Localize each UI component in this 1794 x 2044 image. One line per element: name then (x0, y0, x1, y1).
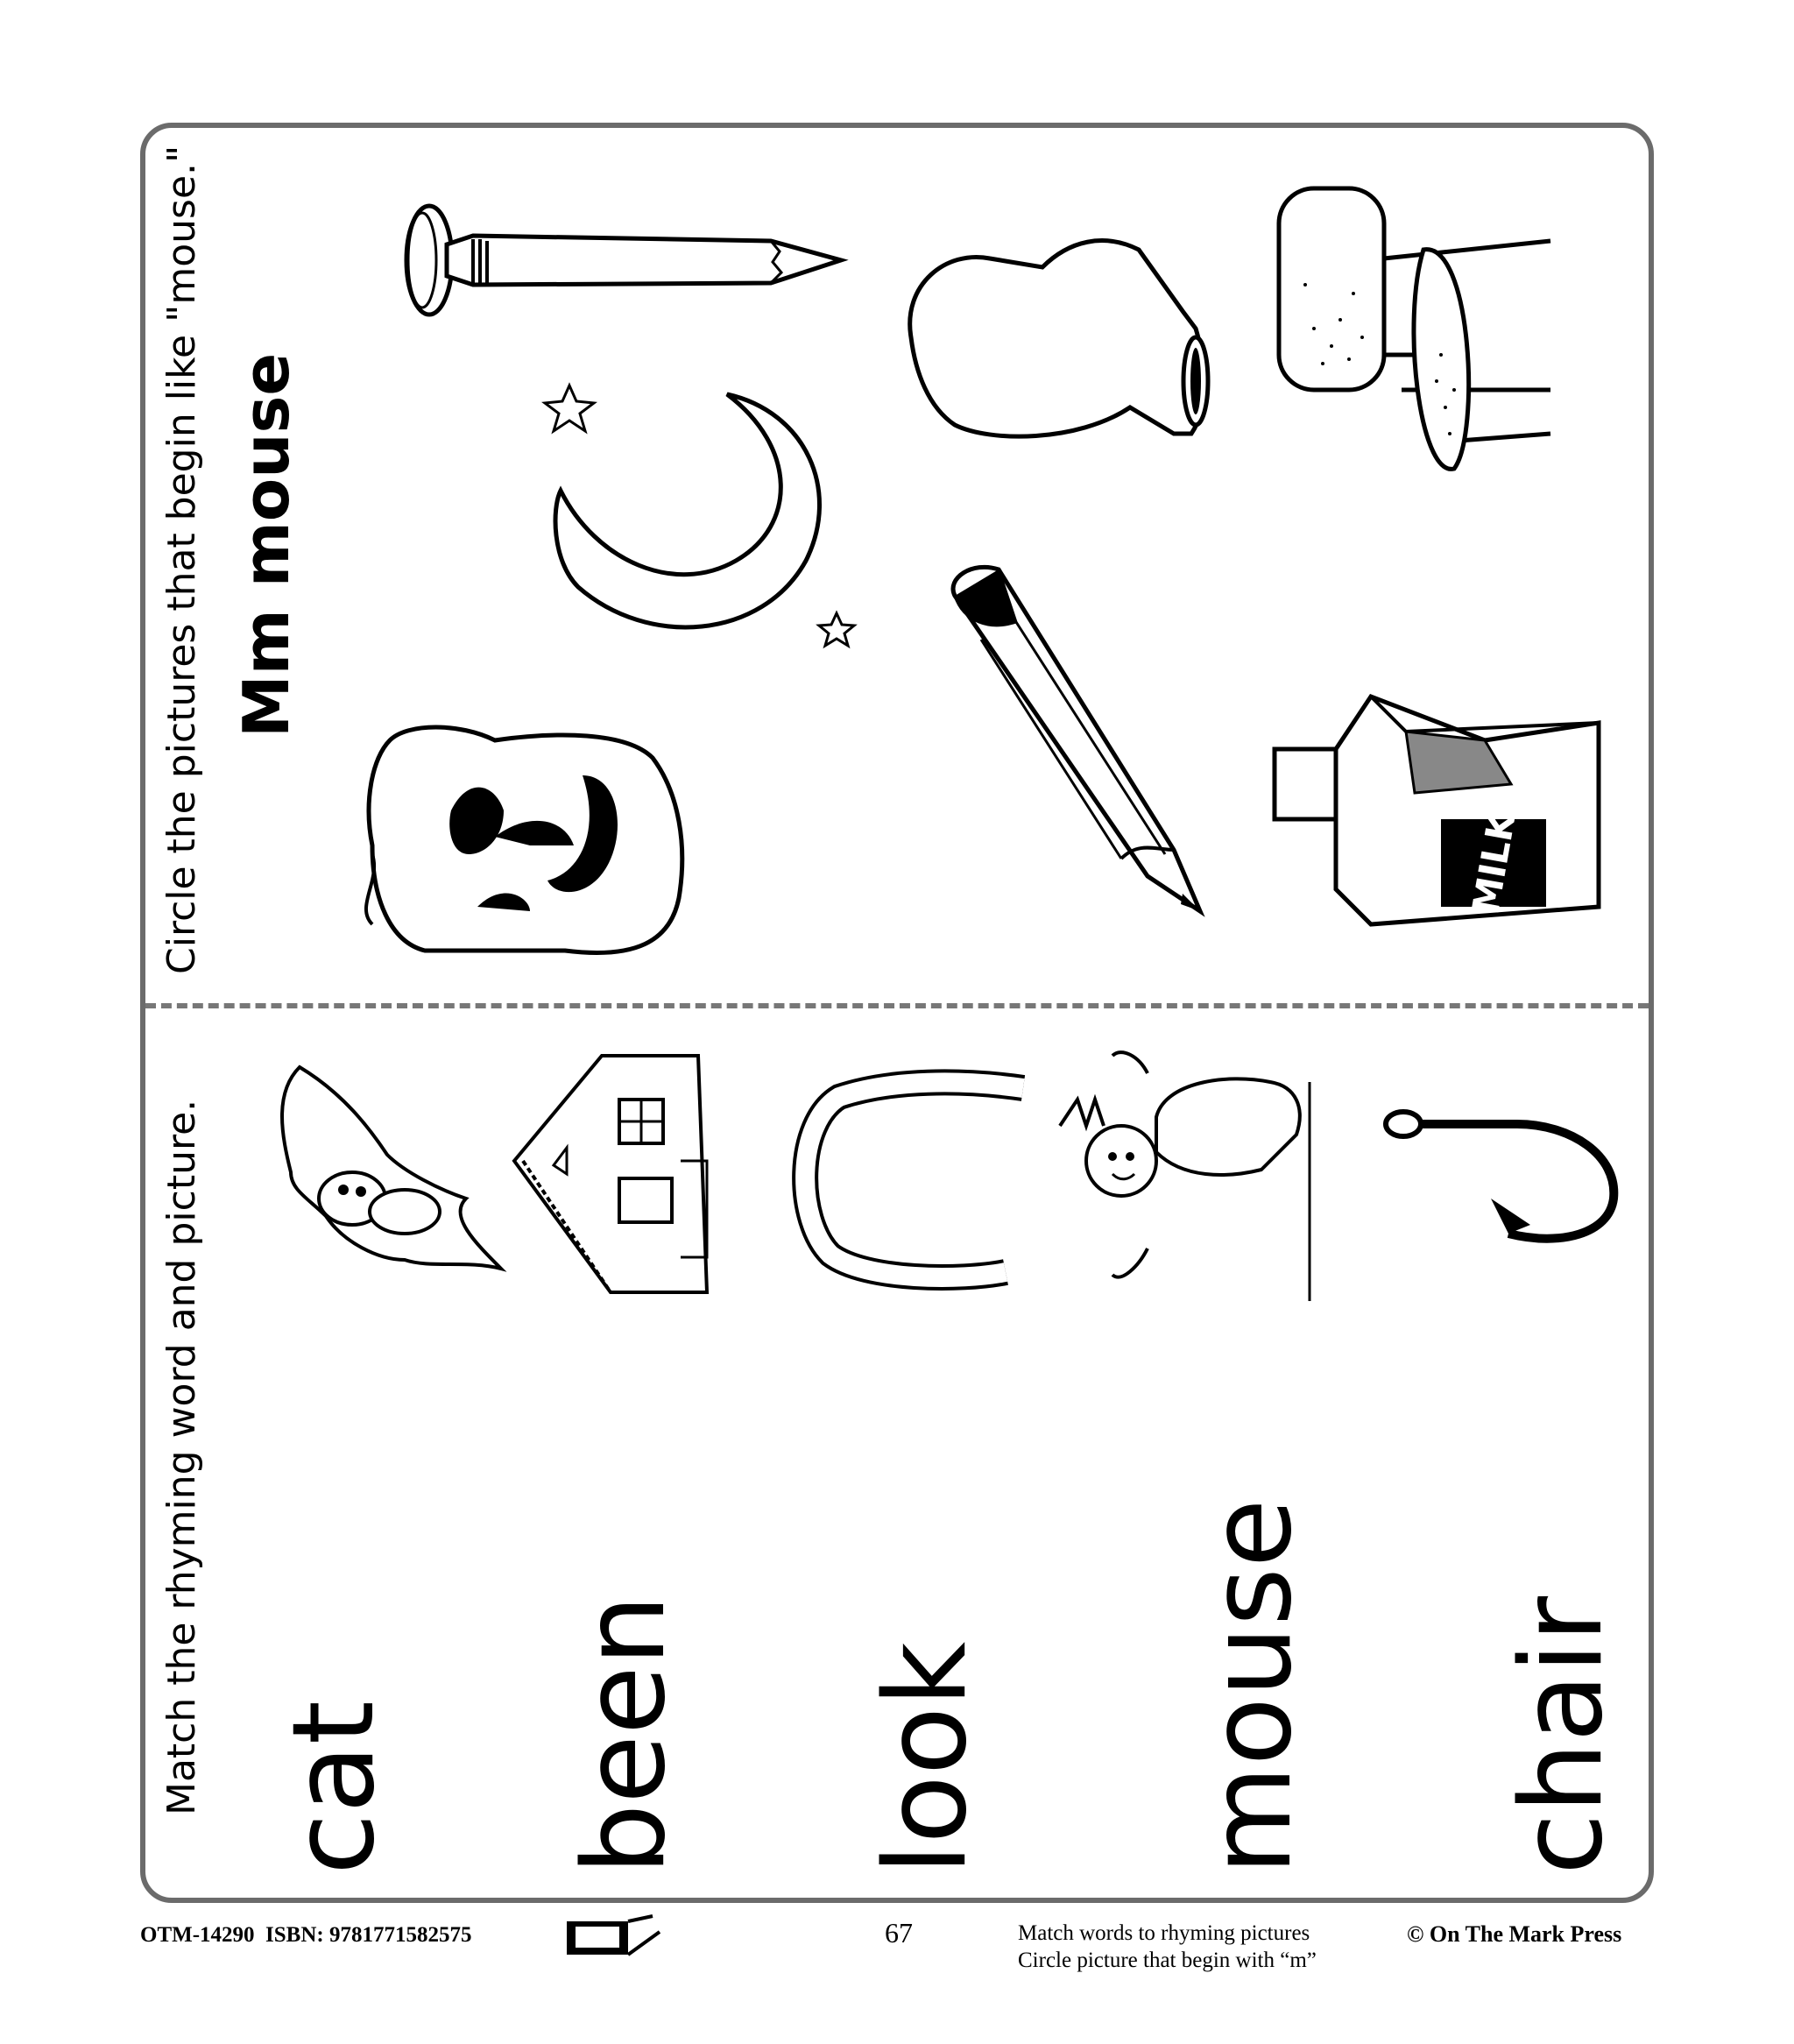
pencil-icon[interactable] (946, 561, 1209, 920)
worksheet-panel (140, 123, 1654, 1903)
word-chair: chair (1497, 1595, 1628, 1875)
footer-description-line1: Match words to rhyming pictures (1018, 1921, 1310, 1945)
chair-icon[interactable] (1261, 180, 1621, 477)
word-cat: cat (269, 1701, 399, 1875)
footer-description-line2: Circle picture that begin with “m” (1018, 1949, 1317, 1972)
mitten-icon[interactable] (893, 232, 1235, 451)
bottom-instruction: Match the rhyming word and picture. (159, 1099, 204, 1815)
word-mouse: mouse (1186, 1498, 1317, 1875)
product-code: OTM-14290 (140, 1923, 255, 1947)
house-icon[interactable] (505, 1047, 716, 1310)
publisher: © On The Mark Press (1407, 1921, 1622, 1947)
cut-line-divider (145, 1003, 1649, 1008)
milk-carton-icon[interactable]: MILK (1266, 688, 1607, 929)
hook-feather-icon[interactable] (787, 1071, 1036, 1290)
fish-hook-icon[interactable] (1377, 1102, 1627, 1255)
word-look: look (861, 1641, 992, 1875)
nail-icon[interactable] (385, 197, 841, 329)
page-number: 67 (885, 1917, 913, 1949)
book-logo-icon (567, 1914, 661, 1958)
mask-icon[interactable] (355, 723, 688, 964)
word-been: been (560, 1595, 690, 1875)
footer-code: OTM-14290 ISBN: 9781771582575 (140, 1923, 471, 1948)
top-heading: Mm mouse (230, 352, 303, 738)
top-instruction: Circle the pictures that begin like "mou… (159, 145, 204, 974)
moon-icon[interactable] (543, 377, 876, 657)
bat-icon[interactable] (273, 1058, 505, 1291)
queen-icon[interactable] (1051, 1047, 1340, 1301)
isbn: ISBN: 9781771582575 (265, 1923, 472, 1947)
